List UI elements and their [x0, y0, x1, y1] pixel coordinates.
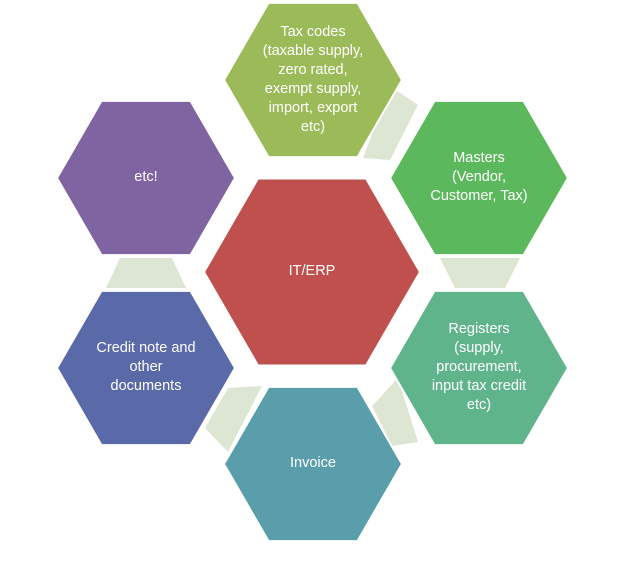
invoice-hexagon	[222, 385, 404, 543]
connector-credit-etc	[106, 258, 186, 288]
credit-note-hexagon	[55, 289, 237, 447]
registers-hexagon	[388, 289, 570, 447]
connector-tax-masters	[363, 86, 418, 160]
center-hexagon	[202, 177, 422, 367]
connector-credit-invoice	[205, 386, 262, 452]
tax-codes-hexagon	[222, 1, 404, 159]
connector-registers-invoice	[372, 378, 418, 446]
etc-hexagon	[55, 99, 237, 257]
connector-masters-registers	[440, 258, 520, 288]
masters-hexagon	[388, 99, 570, 257]
